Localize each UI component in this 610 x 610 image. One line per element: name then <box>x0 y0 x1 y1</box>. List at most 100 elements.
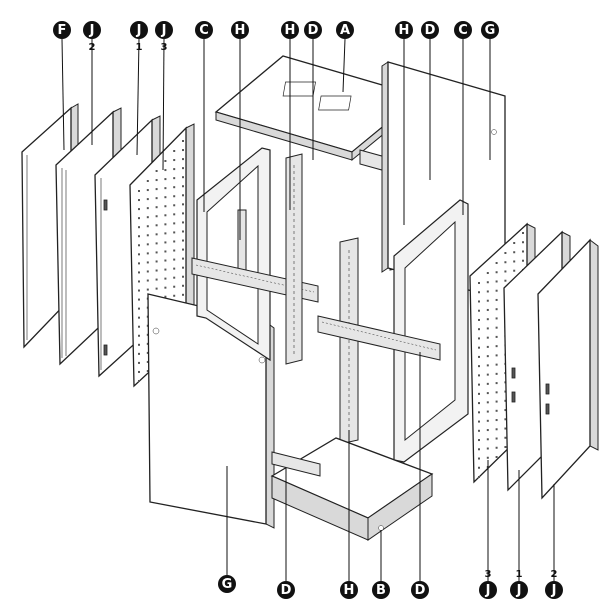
perforation-hole <box>495 280 498 283</box>
perforation-hole <box>486 272 489 274</box>
perforation-hole <box>495 345 498 348</box>
perforation-hole <box>478 355 480 358</box>
callout-letter: D <box>425 23 436 38</box>
perforation-hole <box>146 216 149 219</box>
callout-letter: G <box>485 23 496 38</box>
perforation-hole <box>164 196 167 199</box>
perforation-hole <box>495 419 498 422</box>
perforation-hole <box>486 429 489 432</box>
callout-marker-h <box>231 21 249 39</box>
callout-letter: D <box>308 23 319 38</box>
perforation-hole <box>146 261 149 264</box>
perforation-hole <box>504 409 507 412</box>
perforation-hole <box>173 204 176 207</box>
perforation-hole <box>486 456 489 459</box>
perforation-hole <box>146 198 149 201</box>
perforation-hole <box>164 250 167 253</box>
perforation-hole <box>495 372 498 375</box>
callout-marker-d <box>411 581 429 599</box>
callout-number: 1 <box>136 42 143 53</box>
perforation-hole <box>486 281 489 284</box>
perforation-hole <box>155 224 158 227</box>
perforation-hole <box>138 343 140 346</box>
callout-marker-c <box>454 21 472 39</box>
perforation-hole <box>138 352 140 355</box>
perforation-hole <box>138 361 140 364</box>
perforation-hole <box>478 439 480 442</box>
perforation-hole <box>138 262 140 265</box>
perforation-hole <box>182 230 184 233</box>
perforation-hole <box>138 325 140 328</box>
perforation-hole <box>155 215 158 218</box>
perforation-hole <box>164 205 167 208</box>
perforation-hole <box>495 326 498 329</box>
perforation-hole <box>182 266 184 269</box>
perforation-hole <box>138 199 140 202</box>
callout-letter: J <box>551 583 557 598</box>
callout-marker-a <box>336 21 354 39</box>
perforation-hole <box>486 382 489 385</box>
perforation-hole <box>138 307 140 310</box>
perforation-hole <box>513 251 516 254</box>
perforation-hole <box>486 364 489 367</box>
perforation-hole <box>173 240 176 243</box>
perforation-hole <box>478 282 480 284</box>
rail-d-right-middle <box>317 315 441 361</box>
perforation-hole <box>182 275 184 278</box>
perforation-hole <box>478 429 480 432</box>
callout-marker-d <box>421 21 439 39</box>
perforation-hole <box>513 269 516 272</box>
perforation-hole <box>146 243 149 246</box>
perforation-hole <box>486 299 489 302</box>
perforation-hole <box>146 270 149 273</box>
perforation-hole <box>478 328 480 331</box>
callout-letter: H <box>285 23 296 38</box>
perforation-hole <box>146 234 149 237</box>
callout-letter: J <box>161 23 167 38</box>
callout-letter: H <box>344 583 355 598</box>
callout-leader-line <box>342 38 346 93</box>
perforation-hole <box>182 158 184 161</box>
perforation-hole <box>138 226 140 229</box>
callout-letter: J <box>136 23 142 38</box>
perforation-hole <box>182 140 184 142</box>
perforation-hole <box>182 149 184 152</box>
perforation-hole <box>173 177 176 180</box>
callout-letter: H <box>235 23 246 38</box>
perforation-hole <box>164 223 167 226</box>
perforation-hole <box>138 298 140 301</box>
callout-number: 3 <box>161 42 168 53</box>
callout-marker-j <box>155 21 173 39</box>
callout-number: 3 <box>485 569 492 580</box>
perforation-hole <box>513 260 516 263</box>
perforation-hole <box>164 277 167 280</box>
perforation-hole <box>495 363 498 366</box>
vertical-rail-h-center <box>339 237 359 445</box>
perforation-hole <box>164 241 167 244</box>
perforation-hole <box>146 225 149 228</box>
perforation-hole <box>182 248 184 251</box>
perforation-hole <box>495 271 498 274</box>
perforation-hole <box>182 293 184 296</box>
perforation-hole <box>146 180 149 182</box>
perforation-hole <box>182 239 184 242</box>
perforation-hole <box>495 262 498 264</box>
perforation-hole <box>504 418 507 421</box>
perforation-hole <box>173 150 176 152</box>
perforation-hole <box>138 334 140 337</box>
callout-leader-line <box>162 38 165 171</box>
callout-letter: A <box>340 23 350 38</box>
perforation-hole <box>495 298 498 301</box>
perforation-hole <box>504 446 507 448</box>
perforation-hole <box>495 428 498 431</box>
perforation-hole <box>486 355 489 358</box>
perforation-hole <box>146 288 149 291</box>
perforation-hole <box>164 187 167 190</box>
perforation-hole <box>182 176 184 179</box>
perforation-hole <box>478 420 480 423</box>
perforation-hole <box>522 241 524 244</box>
perforation-hole <box>486 438 489 441</box>
callout-letter: B <box>376 583 386 598</box>
perforation-hole <box>173 285 176 288</box>
